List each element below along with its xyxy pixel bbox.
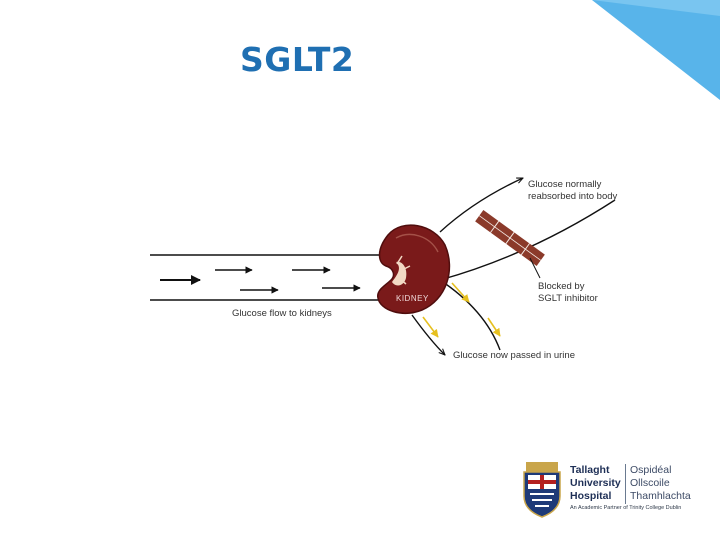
sglt-inhibitor-barrier xyxy=(475,210,545,266)
label-blocked-line1: Blocked by xyxy=(538,281,585,292)
logo-english-name: Tallaght University Hospital xyxy=(570,464,621,502)
kidney-label: KIDNEY xyxy=(396,294,429,303)
label-blocked-line2: SGLT inhibitor xyxy=(538,293,598,304)
logo-irish-name: Ospidéal Ollscoile Thamhlachta xyxy=(630,464,691,502)
blocked-leader-line xyxy=(529,257,541,279)
urine-channel-inner xyxy=(411,314,445,355)
hospital-logo: Tallaght University Hospital Ospidéal Ol… xyxy=(520,460,700,520)
label-urine: Glucose now passed in urine xyxy=(453,350,575,361)
reabsorption-channel-inner xyxy=(439,199,616,281)
slide-title: SGLT2 xyxy=(240,40,355,79)
logo-divider xyxy=(625,464,626,504)
kidney-icon: KIDNEY xyxy=(377,224,451,314)
glucose-urine-arrow xyxy=(422,316,439,338)
urine-channel-outer xyxy=(439,279,501,351)
sglt2-diagram: KIDNEY Glucose normally reabsorbed into … xyxy=(150,177,618,361)
glucose-urine-arrow xyxy=(451,282,470,303)
label-reabsorbed-line2: reabsorbed into body xyxy=(528,191,618,202)
reabsorption-channel-outer xyxy=(439,177,523,233)
glucose-urine-arrow xyxy=(487,317,501,337)
label-flow: Glucose flow to kidneys xyxy=(232,308,332,319)
label-reabsorbed-line1: Glucose normally xyxy=(528,179,602,190)
hospital-crest-icon xyxy=(523,462,561,518)
logo-tagline: An Academic Partner of Trinity College D… xyxy=(570,505,682,511)
